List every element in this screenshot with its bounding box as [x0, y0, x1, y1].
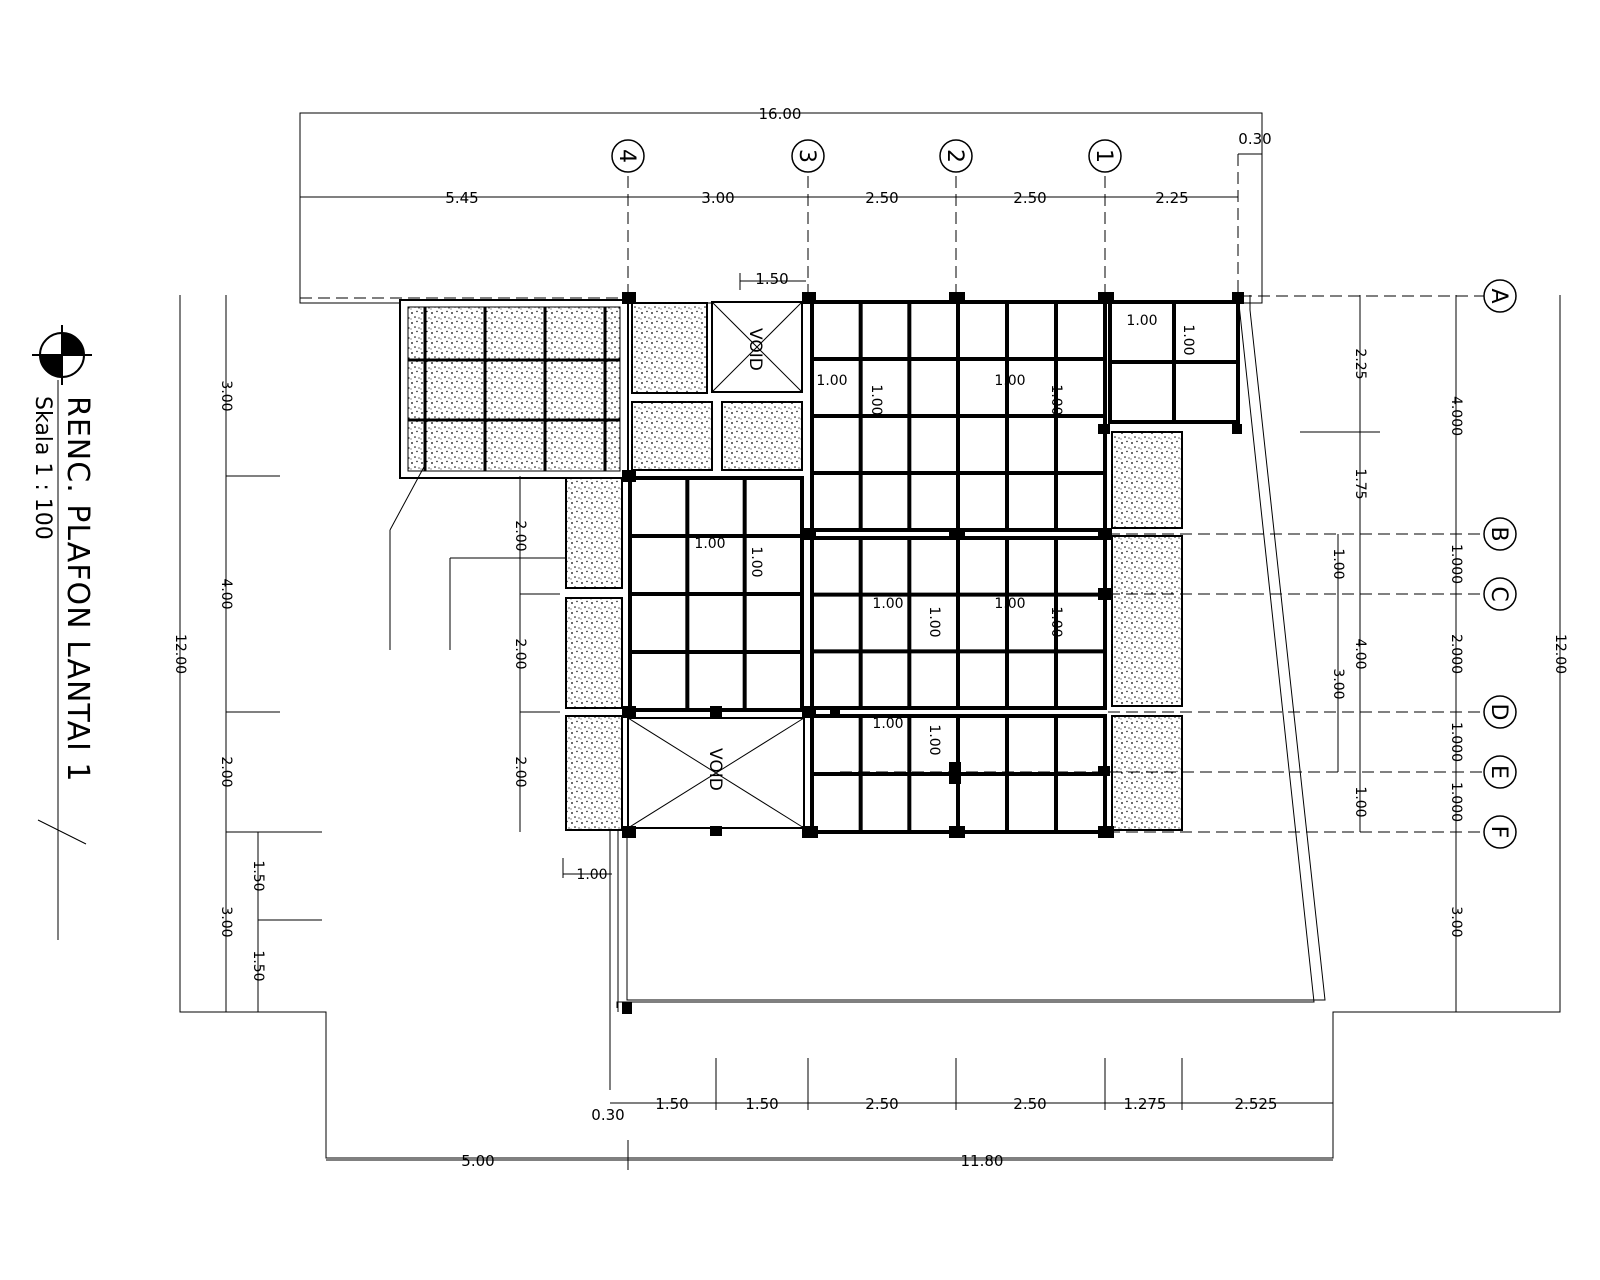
axis-marker-f: F [1483, 815, 1517, 849]
axis-marker-3: 3 [791, 139, 825, 173]
ceiling-panel [810, 536, 960, 710]
grid-tag-h: 1.00 [694, 536, 725, 552]
dim-left-seg-4: 3.00 [218, 906, 234, 937]
dim-small-offset: 1.00 [576, 867, 607, 883]
dim-right-mid-1: 2.25 [1352, 348, 1368, 379]
terrace-hatch [389, 299, 629, 650]
dim-top-seg-4: 2.50 [1013, 189, 1046, 207]
dim-bottom-overall-1: 5.00 [461, 1152, 494, 1170]
axis-marker-4: 4 [611, 139, 645, 173]
north-marker-icon [32, 325, 92, 385]
dim-top-seg-5: 2.25 [1155, 189, 1188, 207]
dim-right-outer-6: 3.00 [1448, 906, 1464, 937]
grid-tag-v: 1.00 [748, 546, 764, 577]
dim-bottom-seg-4: 2.50 [1013, 1095, 1046, 1113]
top-dimensions: 16.00 0.30 5.45 3.00 2.50 2.50 2.25 1.50 [300, 105, 1272, 290]
grid-spacing-labels: 1.00 1.00 1.00 1.00 1.00 1.00 1.00 1.00 … [694, 313, 1196, 756]
dim-void-width: 1.50 [755, 270, 788, 288]
dim-left-seg-2: 4.00 [218, 578, 234, 609]
grid-tag-h: 1.00 [872, 716, 903, 732]
ceiling-panel [956, 536, 1107, 710]
dim-right-mid-4: 1.00 [1352, 786, 1368, 817]
dim-right-mid-3: 4.00 [1352, 638, 1368, 669]
dim-left-sub-2: 1.50 [250, 950, 266, 981]
axis-marker-e: E [1483, 755, 1517, 789]
svg-text:2: 2 [942, 149, 967, 163]
axis-marker-a: A [1483, 279, 1517, 313]
dim-bottom-seg-6: 2.525 [1235, 1095, 1278, 1113]
grid-tag-h: 1.00 [872, 596, 903, 612]
dim-right-inner-2: 3.00 [1330, 668, 1346, 699]
axis-marker-c: C [1483, 577, 1517, 611]
dim-right-outer-1: 4.000 [1448, 396, 1464, 436]
dim-left-seg-1: 3.00 [218, 380, 234, 411]
grid-tag-h: 1.00 [994, 373, 1025, 389]
dim-left-inner-2: 2.00 [512, 638, 528, 669]
grid-tag-v: 1.00 [868, 384, 884, 415]
dim-bottom-seg-5: 1.275 [1124, 1095, 1167, 1113]
grid-tag-v: 1.00 [926, 724, 942, 755]
svg-text:C: C [1486, 586, 1511, 601]
grid-tag-v: 1.00 [1048, 384, 1064, 415]
grid-tag-v: 1.00 [1180, 324, 1196, 355]
dim-right-outer-2: 1.000 [1448, 544, 1464, 584]
axis-markers-numbered: 4 3 2 1 [611, 139, 1122, 173]
dim-left-overall: 12.00 [172, 634, 188, 674]
axis-marker-b: B [1483, 517, 1517, 551]
dim-bottom-offset: 0.30 [591, 1106, 624, 1124]
plan-title: RENC. PLAFON LANTAI 1 [60, 396, 95, 782]
dim-right-overall: 12.00 [1552, 634, 1568, 674]
dim-bottom-seg-1: 1.50 [655, 1095, 688, 1113]
axis-marker-2: 2 [939, 139, 973, 173]
svg-text:4: 4 [614, 149, 639, 163]
axis-marker-1: 1 [1088, 139, 1122, 173]
grid-tag-h: 1.00 [816, 373, 847, 389]
plan-scale: Skala 1 : 100 [30, 396, 55, 540]
dim-right-mid-2: 1.75 [1352, 468, 1368, 499]
title-underline-tick [37, 819, 87, 845]
structural-columns [622, 292, 1244, 1014]
bottom-dimensions: 1.50 1.50 2.50 2.50 1.275 2.525 0.30 5.0… [326, 1058, 1333, 1170]
title-block: RENC. PLAFON LANTAI 1 Skala 1 : 100 [30, 325, 95, 940]
dim-left-sub-1: 1.50 [250, 860, 266, 891]
ceiling-grid [628, 300, 1240, 834]
svg-text:D: D [1486, 704, 1511, 721]
axis-marker-d: D [1483, 695, 1517, 729]
grid-tag-v: 1.00 [1048, 606, 1064, 637]
dim-bottom-seg-2: 1.50 [745, 1095, 778, 1113]
dim-top-seg-3: 2.50 [865, 189, 898, 207]
grid-tag-h: 1.00 [1126, 313, 1157, 329]
dim-top-offset: 0.30 [1238, 130, 1271, 148]
dim-top-overall: 16.00 [759, 105, 802, 123]
dim-left-inner-3: 2.00 [512, 756, 528, 787]
axis-markers-lettered: A B C D E F [1483, 279, 1517, 849]
dim-top-seg-1: 5.45 [445, 189, 478, 207]
void-areas: VOID VOID [627, 301, 805, 829]
svg-text:F: F [1486, 826, 1511, 839]
grid-tag-h: 1.00 [994, 596, 1025, 612]
dim-right-outer-3: 2.000 [1448, 634, 1464, 674]
svg-text:3: 3 [794, 149, 819, 163]
left-dimensions: 12.00 3.00 4.00 2.00 3.00 1.50 1.50 2.00… [172, 295, 612, 1012]
dim-right-outer-5: 1.000 [1448, 782, 1464, 822]
svg-text:E: E [1486, 765, 1511, 779]
svg-text:1: 1 [1091, 149, 1116, 163]
dim-bottom-seg-3: 2.50 [865, 1095, 898, 1113]
void-top-label: VOID [745, 328, 765, 371]
dim-right-inner-1: 1.00 [1330, 548, 1346, 579]
grid-tag-v: 1.00 [926, 606, 942, 637]
dim-top-seg-2: 3.00 [701, 189, 734, 207]
building-outline [179, 112, 1561, 1159]
gypsum-panels [565, 302, 1183, 831]
dim-right-outer-4: 1.000 [1448, 722, 1464, 762]
dim-left-seg-3: 2.00 [218, 756, 234, 787]
dim-left-inner-1: 2.00 [512, 520, 528, 551]
svg-text:A: A [1486, 288, 1511, 303]
dim-bottom-overall-2: 11.80 [961, 1152, 1004, 1170]
svg-text:B: B [1486, 526, 1511, 541]
right-dimensions: 12.00 4.000 1.000 2.000 1.000 1.000 3.00… [1300, 295, 1568, 1012]
void-bottom-label: VOID [705, 748, 725, 791]
